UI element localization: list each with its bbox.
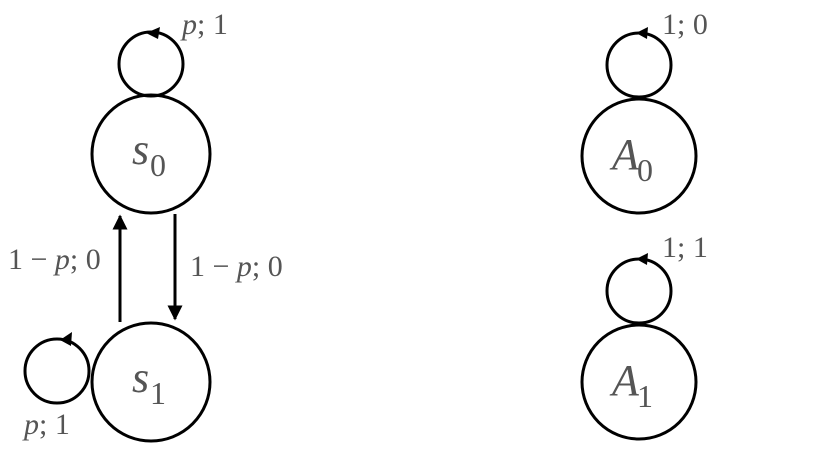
self-loop-s0-label: p; 1 <box>180 8 228 41</box>
transition-s1-to-s0-label-post: ; 0 <box>70 243 101 276</box>
state-A0: A 0 <box>580 97 698 215</box>
self-loop-s0-arrowhead <box>146 27 160 39</box>
self-loop-s0: p; 1 <box>117 8 228 98</box>
state-A0-subscript: 0 <box>637 152 653 188</box>
state-A0-symbol: A <box>609 130 640 179</box>
self-loop-A0-arrowhead <box>636 27 648 39</box>
self-loop-A0-circle <box>605 31 673 99</box>
state-s0: s 0 <box>90 93 212 215</box>
state-A0-circle <box>580 97 698 215</box>
state-A1-symbol: A <box>609 356 640 405</box>
self-loop-A1-label: 1; 1 <box>662 231 708 264</box>
transition-s0-to-s1-label: 1 − p; 0 <box>190 250 283 283</box>
state-s1-circle <box>90 321 212 443</box>
self-loop-s1-label: p; 1 <box>22 408 70 441</box>
state-A1: A 1 <box>580 323 698 441</box>
self-loop-s0-label-rest: ; 1 <box>197 8 228 41</box>
state-s1-symbol: s <box>132 353 149 402</box>
transition-s0-to-s1-label-pre: 1 − <box>190 250 237 283</box>
state-s0-subscript: 0 <box>150 147 166 183</box>
self-loop-A0: 1; 0 <box>605 8 708 99</box>
self-loop-s1-label-var: p <box>22 408 39 441</box>
transition-s1-to-s0-label-var: p <box>53 243 70 276</box>
self-loop-A1-circle <box>605 257 673 325</box>
state-s1: s 1 <box>90 321 212 443</box>
transition-s0-to-s1: 1 − p; 0 <box>167 214 283 321</box>
self-loop-A0-label: 1; 0 <box>662 8 708 41</box>
transition-s1-to-s0-label: 1 − p; 0 <box>8 243 101 276</box>
state-s0-symbol: s <box>132 125 149 174</box>
state-s1-subscript: 1 <box>150 375 166 411</box>
transition-s0-to-s1-label-var: p <box>235 250 252 283</box>
self-loop-A1: 1; 1 <box>605 231 708 325</box>
transition-s1-to-s0: 1 − p; 0 <box>8 214 128 322</box>
self-loop-s1-arrowhead <box>60 332 72 346</box>
transition-s0-to-s1-label-post: ; 0 <box>252 250 283 283</box>
transition-s1-to-s0-label-pre: 1 − <box>8 243 55 276</box>
state-A1-subscript: 1 <box>637 378 653 414</box>
self-loop-s1-label-rest: ; 1 <box>39 408 70 441</box>
self-loop-s1-circle <box>23 337 91 405</box>
state-A1-circle <box>580 323 698 441</box>
self-loop-s1: p; 1 <box>22 332 91 441</box>
self-loop-s0-circle <box>117 30 185 98</box>
self-loop-A1-arrowhead <box>636 253 648 265</box>
self-loop-s0-label-var: p <box>180 8 197 41</box>
